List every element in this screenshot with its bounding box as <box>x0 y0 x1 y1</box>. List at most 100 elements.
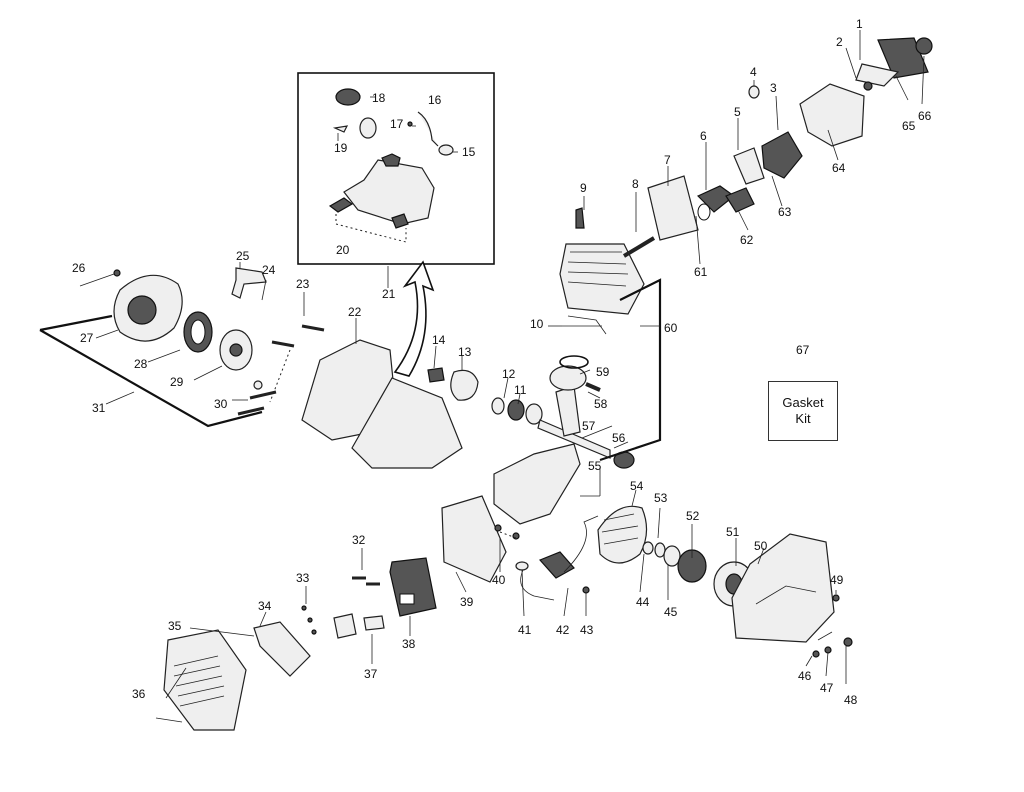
part-label-14: 14 <box>432 333 446 347</box>
part-label-40: 40 <box>492 573 506 587</box>
part-label-62: 62 <box>740 233 754 247</box>
part-label-49: 49 <box>830 573 844 587</box>
part-label-28: 28 <box>134 357 148 371</box>
plate-frame <box>333 613 357 639</box>
flywheel <box>597 505 648 564</box>
part-label-5: 5 <box>734 105 741 119</box>
clutch-washer <box>642 541 654 555</box>
flywheel-key <box>525 403 543 425</box>
bolt-30b <box>237 406 265 416</box>
part-label-52: 52 <box>686 509 700 523</box>
part-label-4: 4 <box>750 65 757 79</box>
cylinder <box>559 243 645 315</box>
lower-group <box>155 495 520 731</box>
part-label-46: 46 <box>798 669 812 683</box>
piston <box>549 365 587 391</box>
part-label-54: 54 <box>630 479 644 493</box>
part-label-2: 2 <box>836 35 843 49</box>
part-label-47: 47 <box>820 681 834 695</box>
part-label-59: 59 <box>596 365 610 379</box>
starter-group <box>39 262 325 428</box>
part-label-1: 1 <box>856 17 863 31</box>
bolt-23a <box>301 324 325 332</box>
clutch-group <box>515 489 853 684</box>
part-label-15: 15 <box>462 145 476 159</box>
part-label-17: 17 <box>390 117 404 131</box>
part-label-29: 29 <box>170 375 184 389</box>
screw-40b <box>512 532 520 540</box>
wrist-pin <box>585 382 601 392</box>
part-label-16: 16 <box>428 93 442 107</box>
tank-mount-left <box>328 197 354 213</box>
part-label-67: 67 <box>796 343 810 357</box>
part-label-31: 31 <box>92 401 106 415</box>
cylinder-bolt <box>622 236 656 258</box>
part-label-55: 55 <box>588 459 602 473</box>
spark-lead <box>563 515 599 573</box>
screw-26 <box>113 269 121 277</box>
part-label-11: 11 <box>514 383 527 397</box>
part-label-30: 30 <box>214 397 228 411</box>
part-label-51: 51 <box>726 525 740 539</box>
part-label-53: 53 <box>654 491 668 505</box>
part-label-19: 19 <box>334 141 348 155</box>
part-label-41: 41 <box>518 623 532 637</box>
cover-34 <box>253 621 311 677</box>
gasket-5 <box>733 147 765 185</box>
part-label-24: 24 <box>262 263 276 277</box>
part-label-21: 21 <box>382 287 396 301</box>
tank-mount-right <box>391 213 409 229</box>
starter-handle <box>231 267 267 299</box>
ignition-coil <box>538 551 575 579</box>
part-label-42: 42 <box>556 623 570 637</box>
housing-shroud <box>351 377 463 469</box>
part-label-18: 18 <box>372 91 386 105</box>
fuel-tank-inset-group <box>297 72 495 265</box>
part-label-3: 3 <box>770 81 777 95</box>
bearing-11 <box>507 399 525 421</box>
washer-45 <box>663 545 681 567</box>
part-label-57: 57 <box>582 419 596 433</box>
carburetor <box>761 131 803 179</box>
air-filter-base-64 <box>799 83 865 147</box>
part-label-10: 10 <box>530 317 544 331</box>
part-label-32: 32 <box>352 533 366 547</box>
part-label-8: 8 <box>632 177 639 191</box>
part-label-12: 12 <box>502 367 516 381</box>
screw-40a <box>494 524 502 532</box>
part-label-58: 58 <box>594 397 608 411</box>
part-label-66: 66 <box>918 109 932 123</box>
part-label-63: 63 <box>778 205 792 219</box>
nut-2 <box>863 81 873 91</box>
part-label-23: 23 <box>296 277 310 291</box>
part-label-64: 64 <box>832 161 846 175</box>
screw-48 <box>843 637 853 647</box>
crankcase <box>493 443 581 525</box>
fuel-tank-inset-box <box>297 72 495 265</box>
part-label-36: 36 <box>132 687 146 701</box>
air-filter-cover <box>877 37 929 79</box>
decal-37 <box>363 615 385 631</box>
plug-4 <box>748 85 760 99</box>
part-label-43: 43 <box>580 623 594 637</box>
part-number-labels: 1 2 3 4 5 6 7 8 9 10 11 12 13 14 15 16 1… <box>72 17 932 707</box>
part-label-7: 7 <box>664 153 671 167</box>
part-label-13: 13 <box>458 345 472 359</box>
part-label-34: 34 <box>258 599 272 613</box>
washer-30 <box>253 380 263 390</box>
assembly-arrow <box>393 260 435 377</box>
piston-ring <box>559 355 589 369</box>
spark-plug <box>575 207 585 229</box>
cap-gasket <box>359 117 377 139</box>
washer-12 <box>491 397 505 415</box>
fuel-line <box>417 111 439 147</box>
fuel-filter <box>438 144 454 156</box>
part-label-25: 25 <box>236 249 250 263</box>
part-label-60: 60 <box>664 321 678 335</box>
ignition-module-14 <box>427 367 445 383</box>
part-label-45: 45 <box>664 605 678 619</box>
part-label-6: 6 <box>700 129 707 143</box>
part-label-27: 27 <box>80 331 94 345</box>
screw-46 <box>812 650 820 658</box>
